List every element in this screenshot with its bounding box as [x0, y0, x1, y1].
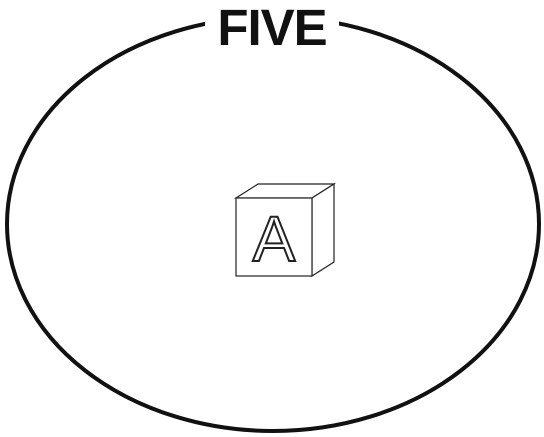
- letter-block: A: [236, 184, 334, 276]
- set-title: FIVE: [217, 0, 326, 56]
- block-letter: A: [253, 203, 296, 275]
- block-side-face: [312, 184, 334, 276]
